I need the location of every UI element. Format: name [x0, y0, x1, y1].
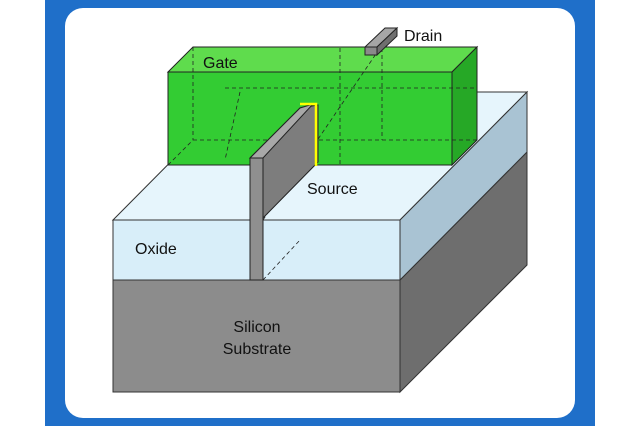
label-source: Source [307, 181, 358, 198]
label-silicon: Silicon [233, 319, 281, 336]
hidden-edges [167, 47, 477, 281]
fin-drain-front [364, 46, 378, 56]
label-drain: Drain [404, 28, 443, 45]
oxide-right-face [399, 90, 528, 282]
label-oxide: Oxide [135, 241, 177, 258]
fin-source-front [249, 157, 264, 281]
label-gate: Gate [203, 55, 238, 72]
label-silicon-substrate: Silicon Substrate [223, 317, 291, 361]
fin-drain-side [376, 26, 398, 57]
channel-edge-highlight [300, 102, 318, 166]
label-substrate: Substrate [222, 341, 292, 358]
